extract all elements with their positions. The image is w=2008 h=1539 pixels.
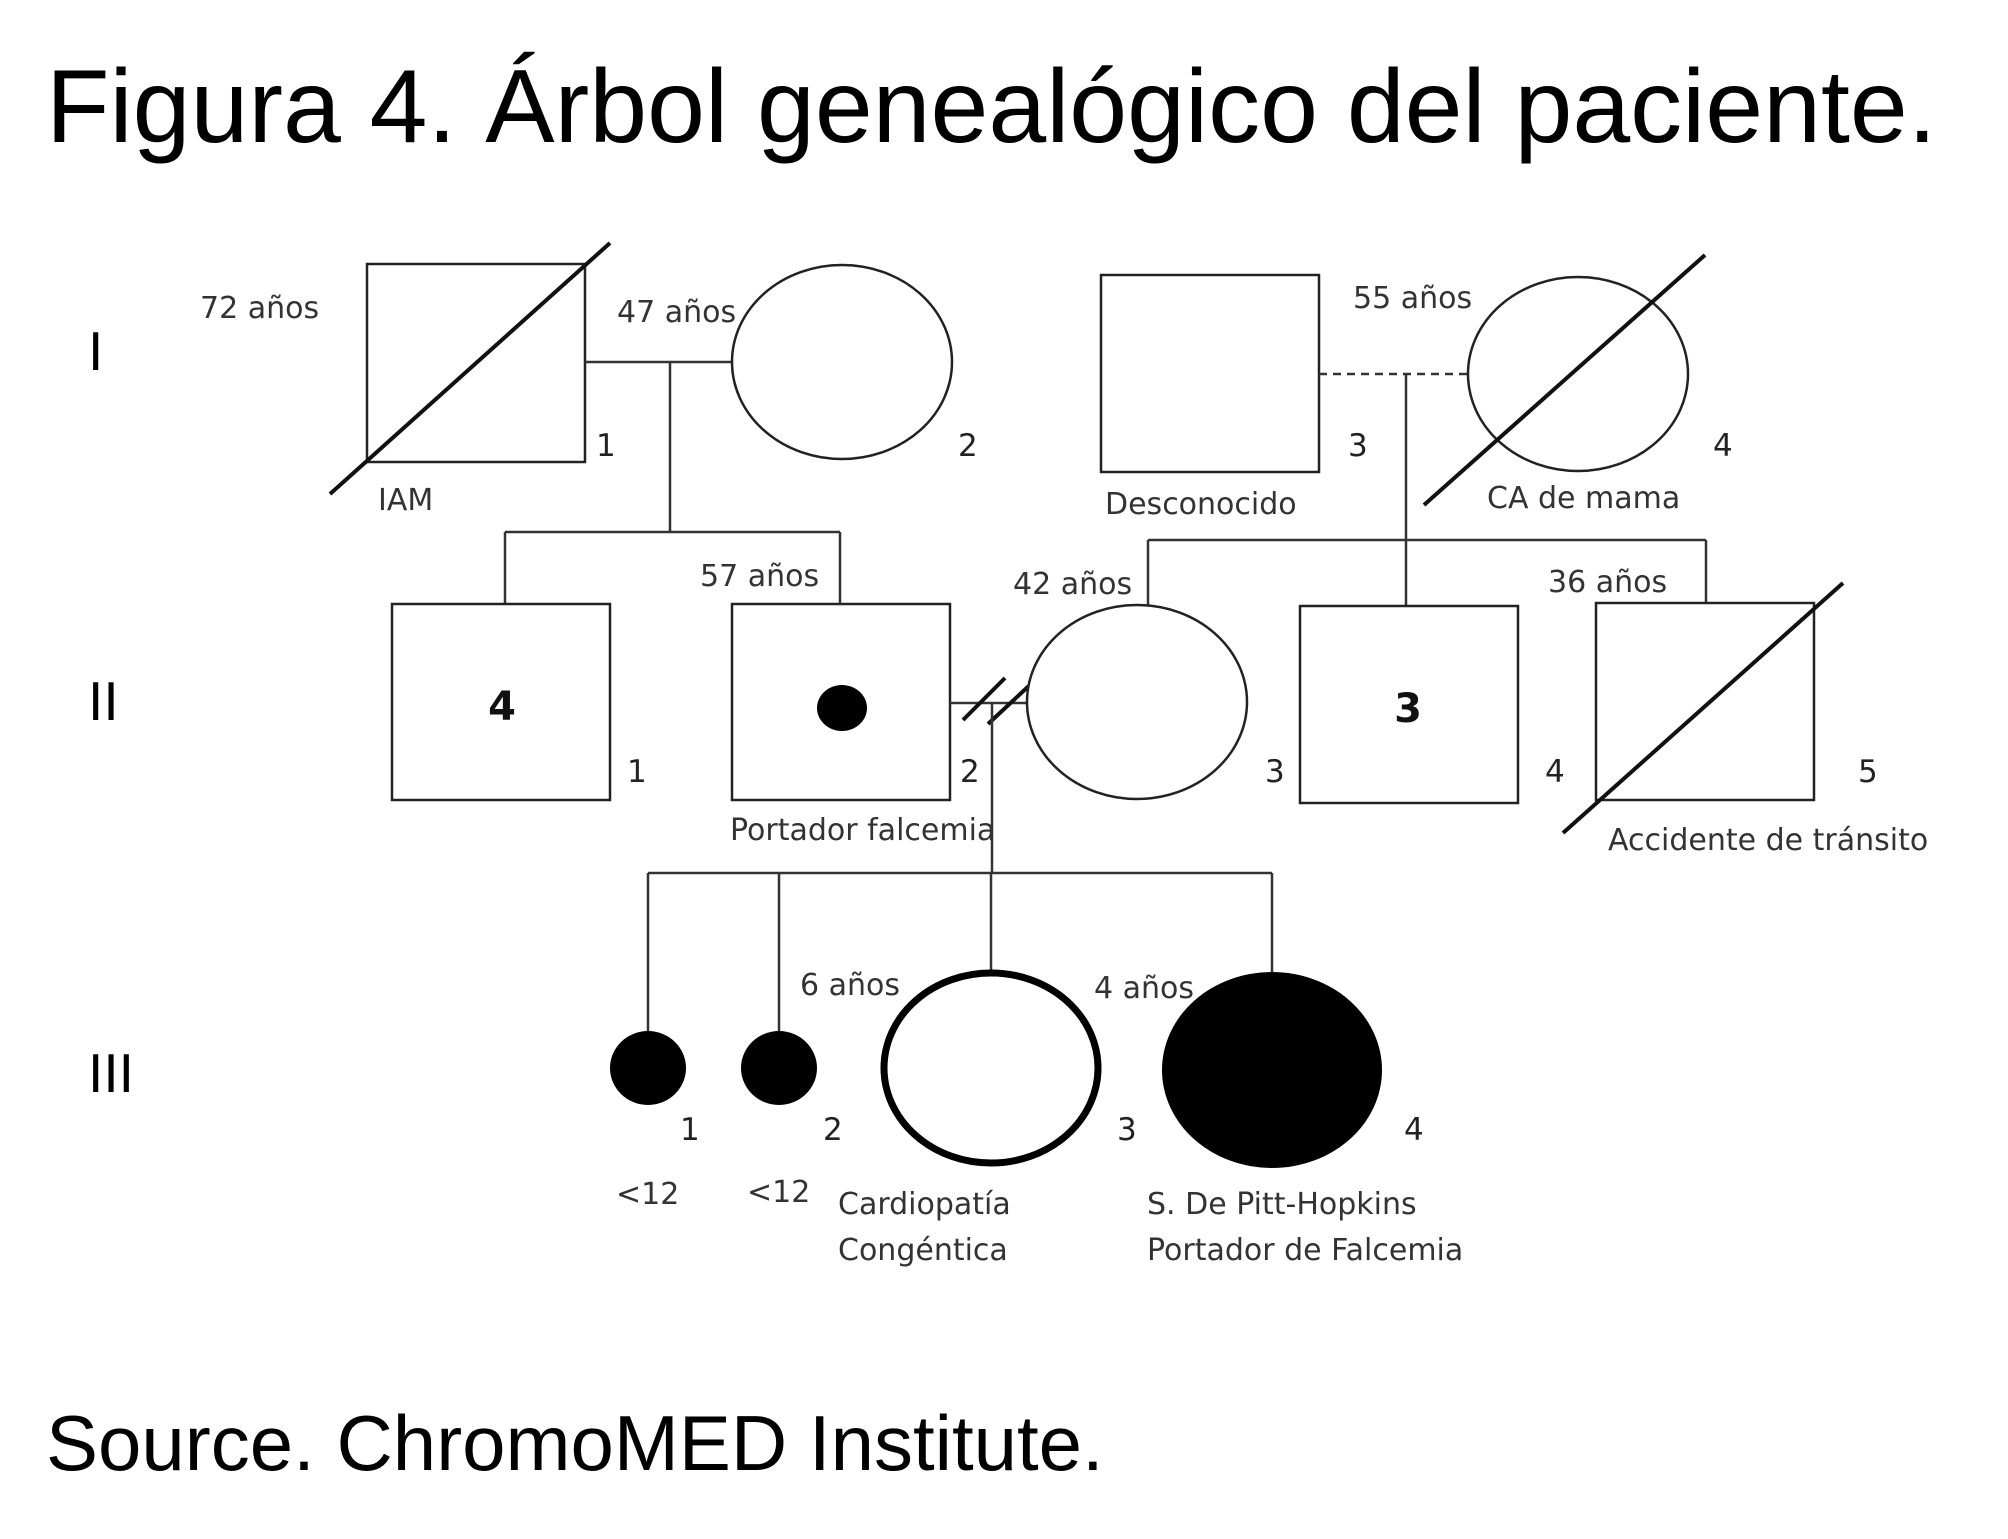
individual-III3-circle — [880, 969, 1102, 1167]
age-III4: 4 años — [1094, 971, 1194, 1006]
carrier-dot-II2 — [817, 685, 867, 731]
individual-III2-filled-circle — [741, 1031, 817, 1105]
generation-label-i: I — [88, 323, 103, 383]
figure-title: Figura 4. Árbol genealógico del paciente… — [46, 49, 1937, 165]
age-I4: 55 años — [1353, 281, 1472, 316]
number-I1: 1 — [596, 428, 616, 464]
note-I4: CA de mama — [1487, 481, 1680, 516]
number-III1: 1 — [680, 1112, 700, 1148]
note-I3: Desconocido — [1105, 487, 1297, 522]
individual-III4-filled-circle — [1162, 972, 1382, 1168]
number-II1: 1 — [627, 754, 647, 790]
age-II3: 42 años — [1013, 567, 1132, 602]
individual-II4-square — [1298, 604, 1520, 805]
number-II3: 3 — [1265, 754, 1285, 790]
number-III3: 3 — [1117, 1112, 1137, 1148]
note-II2: Portador falcemia — [730, 813, 995, 848]
note-III3-line1: Cardiopatía — [838, 1187, 1011, 1222]
age-I1: 72 años — [200, 291, 319, 326]
individual-II1-square — [390, 602, 612, 802]
number-III2: 2 — [823, 1112, 843, 1148]
note-II5: Accidente de tránsito — [1608, 823, 1928, 858]
figure-source: Source. ChromoMED Institute. — [46, 1399, 1104, 1487]
number-II2: 2 — [960, 754, 980, 790]
age-III3: 6 años — [800, 968, 900, 1003]
age-III1: <12 — [616, 1177, 679, 1212]
deceased-slash-I1 — [328, 241, 612, 496]
deceased-slash-II5 — [1561, 581, 1845, 835]
number-II4: 4 — [1545, 754, 1565, 790]
individual-I3-square — [1099, 273, 1321, 474]
age-I2: 47 años — [617, 295, 736, 330]
number-II5: 5 — [1858, 754, 1878, 790]
number-III4: 4 — [1404, 1112, 1424, 1148]
note-III4-line1: S. De Pitt-Hopkins — [1147, 1187, 1417, 1222]
individual-I4-circle — [1466, 275, 1690, 473]
note-III4-line2: Portador de Falcemia — [1147, 1233, 1463, 1268]
individual-II3-circle — [1025, 603, 1249, 801]
individual-III1-filled-circle — [610, 1031, 686, 1105]
number-I3: 3 — [1348, 428, 1368, 464]
divorce-slash-2 — [986, 681, 1034, 726]
generation-label-iii: III — [88, 1045, 134, 1105]
number-I2: 2 — [958, 428, 978, 464]
age-II2: 57 años — [700, 559, 819, 594]
deceased-slash-I4 — [1422, 253, 1707, 507]
age-II5: 36 años — [1548, 565, 1667, 600]
note-III3-line2: Congéntica — [838, 1233, 1008, 1268]
generation-label-ii: II — [88, 673, 119, 733]
note-I1: IAM — [378, 483, 433, 518]
divorce-slash-1 — [961, 676, 1007, 722]
number-I4: 4 — [1713, 428, 1733, 464]
individual-II5-square — [1594, 601, 1816, 802]
sibling-count-II4: 3 — [1394, 686, 1422, 732]
age-III2: <12 — [747, 1175, 810, 1210]
individual-I2-circle — [730, 263, 954, 461]
sibling-count-II1: 4 — [488, 684, 516, 730]
